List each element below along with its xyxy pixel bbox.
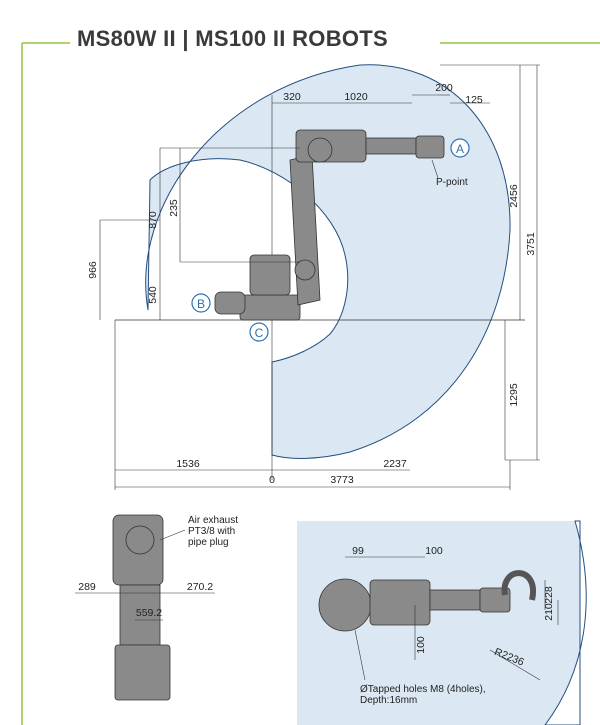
tapped-holes-note-line-2: Depth:16mm xyxy=(360,695,417,706)
callout-c-circle xyxy=(249,322,269,342)
top-dim-228: 228 xyxy=(543,586,555,604)
dim-1536: 1536 xyxy=(176,458,200,470)
dim-235: 235 xyxy=(168,199,180,217)
dim-3773: 3773 xyxy=(330,474,354,486)
front-dim-270-2: 270.2 xyxy=(187,581,213,593)
front-dim-559-2: 559.2 xyxy=(136,607,162,619)
robot-front-body xyxy=(112,514,171,701)
dim-200: 200 xyxy=(435,82,453,94)
top-dim-100-horizontal: 100 xyxy=(425,545,443,557)
top-dim-210: 210 xyxy=(543,603,555,621)
dim-2237: 2237 xyxy=(383,458,407,470)
dim-966: 966 xyxy=(87,261,99,279)
callout-c: C xyxy=(255,326,264,340)
callout-a-circle xyxy=(450,138,470,158)
front-dim-289: 289 xyxy=(78,581,96,593)
dim-3751: 3751 xyxy=(525,232,537,256)
dim-0: 0 xyxy=(269,474,275,486)
top-dim-99: 99 xyxy=(352,545,364,557)
dim-125: 125 xyxy=(465,94,483,106)
dim-1295: 1295 xyxy=(508,383,520,407)
dim-320: 320 xyxy=(283,91,301,103)
dim-2456: 2456 xyxy=(508,184,520,208)
dim-540: 540 xyxy=(147,286,159,304)
air-exhaust-note-line-2: PT3/8 with xyxy=(188,526,235,537)
callout-b: B xyxy=(197,297,205,311)
p-point-label: P-point xyxy=(436,177,468,188)
tapped-holes-note-line-1: ØTapped holes M8 (4holes), xyxy=(360,684,486,695)
air-exhaust-note-line-1: Air exhaust xyxy=(188,515,238,526)
dim-870: 870 xyxy=(147,211,159,229)
page-title: MS80W II | MS100 II ROBOTS xyxy=(77,26,389,51)
top-dim-100-vertical: 100 xyxy=(415,636,427,654)
robot-side-body xyxy=(214,129,445,321)
callout-a: A xyxy=(456,142,464,156)
dim-1020: 1020 xyxy=(344,91,368,103)
callout-b-circle xyxy=(191,293,211,313)
air-exhaust-note-line-3: pipe plug xyxy=(188,537,229,548)
